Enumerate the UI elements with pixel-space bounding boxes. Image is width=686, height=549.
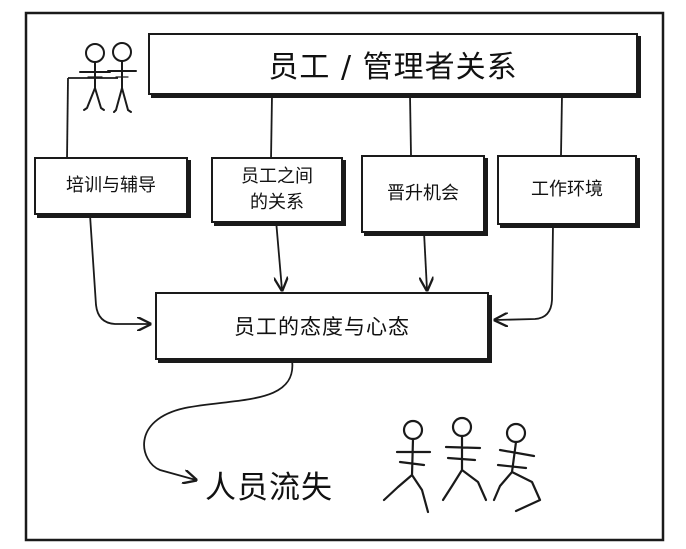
connector-title-promotion [409, 94, 412, 156]
factor-box-environment: 工作环境 [497, 155, 637, 225]
arrow-training-to-center [89, 214, 150, 324]
title-box: 员工 / 管理者关系 [148, 33, 638, 95]
factor-label-environment: 工作环境 [531, 179, 603, 200]
factor-box-promotion: 晋升机会 [361, 155, 485, 233]
factor-box-training: 培训与辅导 [34, 157, 188, 215]
connector-title-training [66, 77, 69, 161]
factor-box-relations: 员工之间 的关系 [211, 157, 343, 223]
arrow-center-to-outcome [143, 359, 294, 480]
running-people-icon [382, 416, 542, 514]
factor-label-relations-line1: 员工之间 [241, 166, 313, 187]
factor-label-promotion: 晋升机会 [387, 183, 459, 204]
standing-people-icon [79, 42, 137, 113]
connector-title-environment [560, 94, 563, 156]
attitude-box: 员工的态度与心态 [155, 292, 489, 360]
outcome-label: 人员流失 [205, 470, 333, 506]
diagram-title: 员工 / 管理者关系 [268, 50, 518, 85]
attitude-label: 员工的态度与心态 [234, 315, 410, 339]
connector-title-relations [270, 94, 273, 161]
arrow-promotion-to-center [424, 231, 427, 290]
outer-frame [24, 11, 665, 542]
arrow-environment-to-center [495, 224, 554, 320]
arrow-relations-to-center [276, 219, 282, 290]
factor-label-relations-line2: 的关系 [250, 192, 304, 213]
factor-label-training: 培训与辅导 [66, 175, 156, 196]
